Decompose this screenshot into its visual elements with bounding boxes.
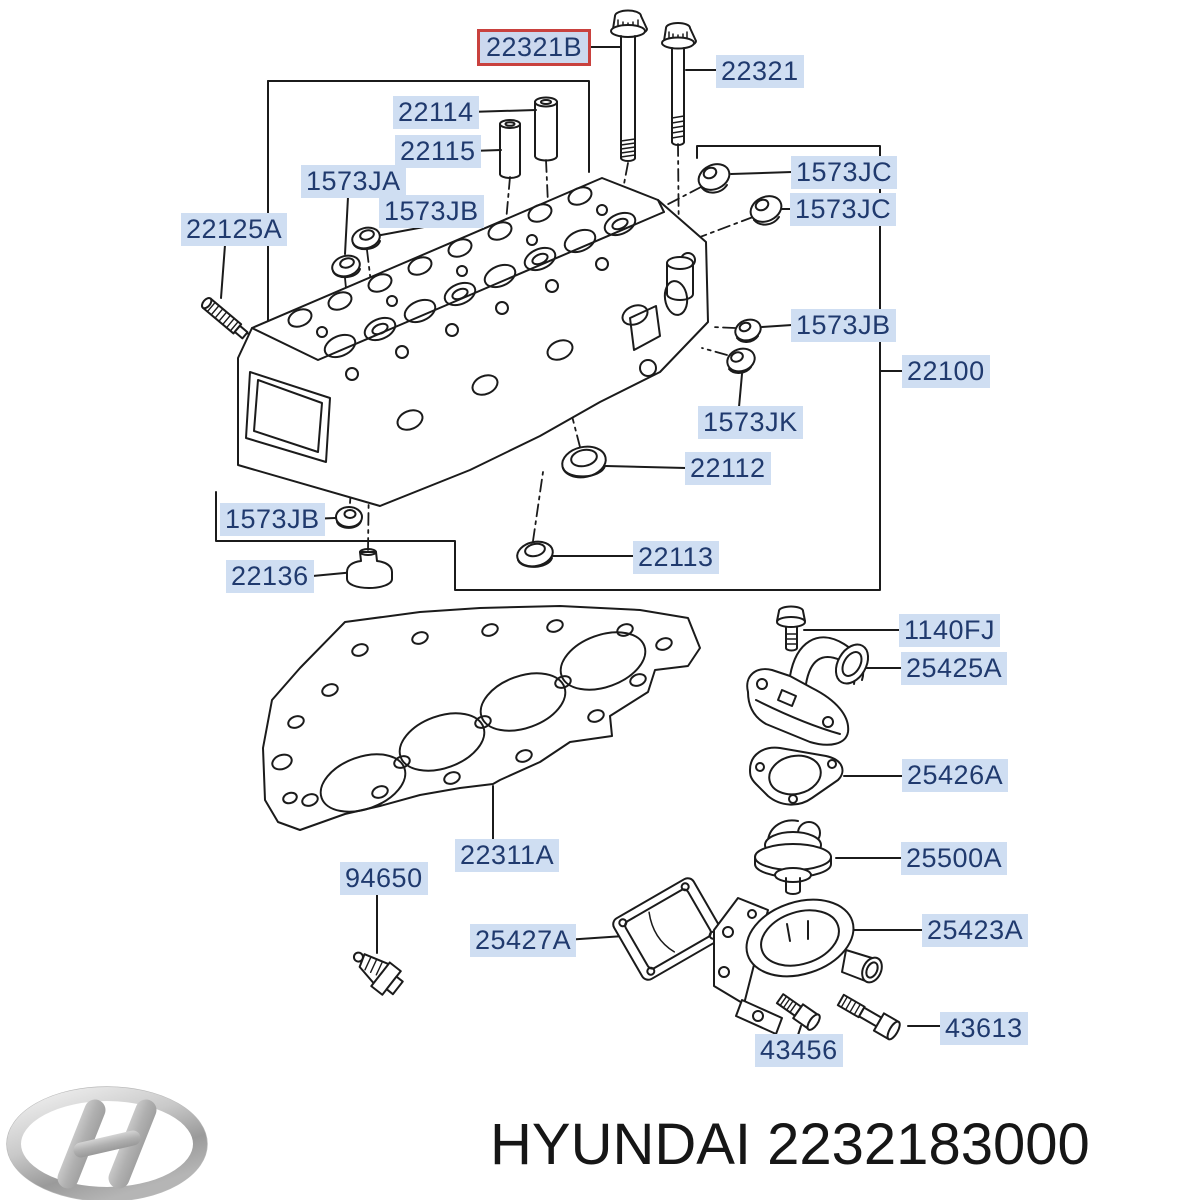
bolt-1140fj-drawing bbox=[776, 605, 806, 652]
part-label-22115[interactable]: 22115 bbox=[395, 135, 481, 168]
part-label-22321[interactable]: 22321 bbox=[716, 55, 804, 88]
bolt-43613-drawing bbox=[836, 993, 901, 1041]
seat-ring-22112-drawing bbox=[561, 445, 607, 479]
part-label-94650[interactable]: 94650 bbox=[340, 862, 428, 895]
part-label-1573JB-top[interactable]: 1573JB bbox=[379, 195, 484, 228]
part-number-text: 2232183000 bbox=[767, 1112, 1090, 1177]
stud-22125a-drawing bbox=[200, 297, 249, 340]
part-label-22125A[interactable]: 22125A bbox=[181, 213, 288, 246]
bolt-43456-drawing bbox=[775, 993, 821, 1031]
part-label-22114[interactable]: 22114 bbox=[393, 96, 479, 129]
part-label-22113[interactable]: 22113 bbox=[633, 541, 719, 574]
seat-ring-22113-drawing bbox=[516, 540, 554, 568]
grommet-1573jk-drawing bbox=[726, 347, 756, 374]
leader-lines bbox=[220, 46, 942, 1036]
plug-22136-drawing bbox=[346, 548, 393, 589]
part-label-25500A[interactable]: 25500A bbox=[901, 842, 1008, 875]
part-label-25426A[interactable]: 25426A bbox=[902, 759, 1009, 792]
part-label-22112[interactable]: 22112 bbox=[685, 452, 771, 485]
water-outlet-25425a-drawing bbox=[746, 636, 870, 746]
part-label-1573JC-lower[interactable]: 1573JC bbox=[790, 193, 897, 226]
thermostat-housing-25423a-drawing bbox=[713, 897, 883, 1035]
grommet-1573jc-lower-drawing bbox=[749, 195, 783, 226]
gasket-25426a-drawing bbox=[749, 746, 844, 806]
part-label-25427A[interactable]: 25427A bbox=[470, 924, 577, 957]
head-bolt-22321-drawing bbox=[661, 22, 697, 146]
brand-text: HYUNDAI bbox=[490, 1112, 752, 1177]
part-label-1573JB-right[interactable]: 1573JB bbox=[791, 309, 896, 342]
part-label-22100[interactable]: 22100 bbox=[902, 355, 990, 388]
grommet-1573jb-left-drawing bbox=[335, 506, 363, 529]
part-label-1573JC-upper[interactable]: 1573JC bbox=[791, 156, 898, 189]
head-gasket-drawing bbox=[262, 605, 701, 831]
valve-guide-22114-drawing bbox=[534, 96, 558, 162]
part-label-1140FJ[interactable]: 1140FJ bbox=[899, 614, 1001, 647]
cylinder-head-drawing bbox=[237, 177, 709, 507]
head-bolt-22321b-drawing bbox=[610, 9, 648, 162]
grommet-1573jb-right-drawing bbox=[734, 318, 762, 343]
footer-caption: HYUNDAI 2232183000 bbox=[490, 1110, 1190, 1180]
valve-seal-1573jb-top-drawing bbox=[351, 226, 381, 251]
part-label-22321B-highlighted[interactable]: 22321B bbox=[477, 29, 592, 66]
grommet-1573jc-upper-drawing bbox=[697, 163, 731, 194]
hyundai-logo bbox=[6, 1086, 208, 1200]
part-label-1573JA[interactable]: 1573JA bbox=[301, 165, 406, 198]
gasket-25427a-drawing bbox=[612, 877, 724, 981]
part-label-1573JB-left[interactable]: 1573JB bbox=[220, 503, 325, 536]
valve-seal-1573ja-drawing bbox=[331, 254, 361, 279]
part-label-43613[interactable]: 43613 bbox=[940, 1012, 1028, 1045]
part-label-22311A[interactable]: 22311A bbox=[455, 839, 560, 872]
sensor-94650-drawing bbox=[352, 951, 404, 996]
part-label-25425A[interactable]: 25425A bbox=[901, 652, 1008, 685]
thermostat-25500a-drawing bbox=[754, 819, 832, 895]
valve-guide-22115-drawing bbox=[499, 119, 521, 179]
part-label-43456[interactable]: 43456 bbox=[755, 1034, 843, 1067]
part-label-1573JK[interactable]: 1573JK bbox=[698, 406, 803, 439]
part-label-22136[interactable]: 22136 bbox=[226, 560, 314, 593]
part-label-25423A[interactable]: 25423A bbox=[922, 914, 1029, 947]
